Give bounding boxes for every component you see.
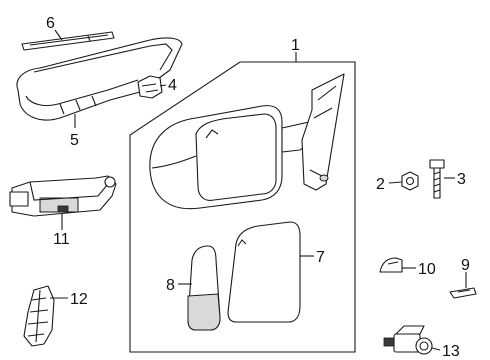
callout-8: 8 — [166, 277, 175, 294]
callout-1: 1 — [291, 37, 300, 54]
callout-3: 3 — [457, 171, 466, 188]
part-12-harness — [23, 285, 55, 347]
part-6-trim-strip — [21, 31, 115, 51]
callout-7: 7 — [316, 249, 325, 266]
part-3-bolt — [429, 159, 445, 199]
part-13-switch — [383, 325, 433, 355]
callout-5: 5 — [70, 132, 79, 149]
part-1-mirror-assembly — [149, 73, 345, 210]
callout-2: 2 — [376, 176, 385, 193]
part-9-clip — [449, 287, 477, 299]
part-8-spotter-glass — [187, 245, 221, 331]
part-2-nut — [401, 171, 419, 191]
part-11-bracket — [9, 175, 117, 217]
callout-12: 12 — [70, 291, 88, 308]
assembly-outline — [129, 61, 356, 353]
part-5-mirror-cover — [16, 37, 183, 121]
part-4-clip — [137, 75, 163, 99]
callout-6: 6 — [46, 15, 55, 32]
callout-11: 11 — [53, 231, 70, 248]
callout-4: 4 — [168, 77, 177, 94]
callout-13: 13 — [442, 343, 460, 360]
callout-10: 10 — [418, 261, 436, 278]
part-7-mirror-glass — [227, 221, 301, 323]
callout-9: 9 — [461, 257, 470, 274]
leader-lines — [50, 29, 467, 351]
part-10-cover — [379, 257, 403, 273]
